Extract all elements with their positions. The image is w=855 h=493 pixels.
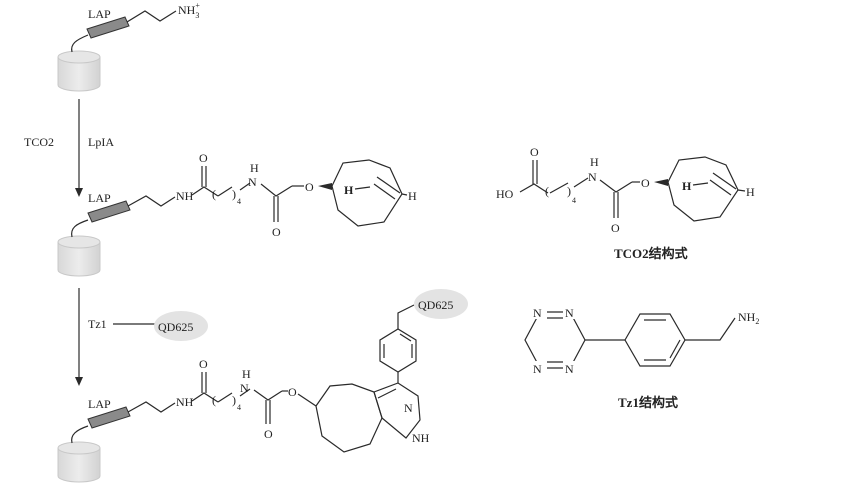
tco2-ring-h-label: H: [682, 179, 692, 193]
tco2-reagent-label: TCO2: [24, 135, 54, 149]
qd625-label: QD625: [418, 298, 453, 312]
ring-h2-label: H: [408, 189, 417, 203]
svg-text:): ): [567, 184, 571, 198]
tetrazine-ring: [524, 311, 586, 369]
lap-label: LAP: [88, 7, 111, 21]
trans-cyclooctene-ring: [331, 159, 403, 227]
chain-subscript: 4: [572, 196, 576, 205]
carbamate-h-label: H: [250, 161, 259, 175]
ho-label: HO: [496, 187, 514, 201]
dihydropyridazine-ring: [373, 382, 421, 439]
tco2-carbonyl-o-label: O: [611, 221, 620, 235]
tco2-h-label: H: [590, 155, 599, 169]
lap-label: LAP: [88, 191, 111, 205]
pyridazine-n-label: N: [404, 401, 413, 415]
svg-text:): ): [232, 393, 236, 407]
carbamate-n-label: N: [240, 381, 249, 395]
chain-subscript: 4: [237, 403, 241, 412]
svg-text:(: (: [212, 187, 216, 201]
tz1-reagent-label: Tz1: [88, 317, 107, 331]
tco2-ester-o-label: O: [641, 176, 650, 190]
tco2-ring-h2-label: H: [746, 185, 755, 199]
tco2-caption: TCO2结构式: [614, 246, 688, 261]
lap-label: LAP: [88, 397, 111, 411]
tco2-structure: HO O ( ) 4 N H O O H H TCO2结构式: [496, 145, 755, 261]
acid-o-label: O: [530, 145, 539, 159]
phenyl-ring: [379, 328, 417, 373]
svg-text:): ): [232, 187, 236, 201]
carbonyl-o-label: O: [199, 357, 208, 371]
tz1-caption: Tz1结构式: [618, 395, 678, 410]
tetrazine-n4-label: N: [565, 362, 574, 376]
step2-lap-tco: LAP NH O ( ) 4 N H O O H H: [57, 151, 417, 277]
lap-tag: LAP: [86, 7, 130, 39]
lap-tag: LAP: [87, 397, 131, 429]
carbamate-h-label: H: [242, 367, 251, 381]
ester-o-label: O: [305, 180, 314, 194]
tco2-n-label: N: [588, 170, 597, 184]
arrow-step2: Tz1 QD625: [75, 288, 208, 386]
qd625-label: QD625: [158, 320, 193, 334]
carbonyl-o-label: O: [199, 151, 208, 165]
lap-tag: LAP: [87, 191, 131, 223]
carbamate-n-label: N: [248, 175, 257, 189]
ester-o-label: O: [288, 385, 297, 399]
nh3-label: NH3+: [178, 1, 200, 20]
step3-lap-qd625: LAP NH O ( ) 4 N H O O N NH: [57, 289, 468, 483]
tetrazine-n3-label: N: [533, 362, 542, 376]
svg-text:(: (: [212, 393, 216, 407]
bead-icon: [57, 235, 101, 277]
nh2-label: NH2: [738, 310, 759, 326]
tco2-cyclooctene-ring: [667, 156, 739, 222]
amide-nh-label: NH: [176, 395, 194, 409]
carbamate-o-label: O: [264, 427, 273, 441]
pyridazine-nh-label: NH: [412, 431, 430, 445]
chain-subscript: 4: [237, 197, 241, 206]
tetrazine-n1-label: N: [533, 306, 542, 320]
tz1-structure: N N N N NH2 Tz1结构式: [524, 305, 759, 410]
bead-icon: [57, 50, 101, 92]
ring-h-label: H: [344, 183, 354, 197]
tetrazine-n2-label: N: [565, 306, 574, 320]
bead-icon: [57, 441, 101, 483]
carbamate-o-label: O: [272, 225, 281, 239]
lpla-enzyme-label: LpIA: [88, 135, 114, 149]
cyclooctane-ring: [315, 383, 383, 453]
step1-lap-amine: LAP NH3+: [57, 1, 200, 92]
amide-nh-label: NH: [176, 189, 194, 203]
arrow-step1: TCO2 LpIA: [24, 99, 114, 197]
tz1-phenyl-ring: [624, 313, 686, 367]
svg-text:(: (: [545, 184, 549, 198]
